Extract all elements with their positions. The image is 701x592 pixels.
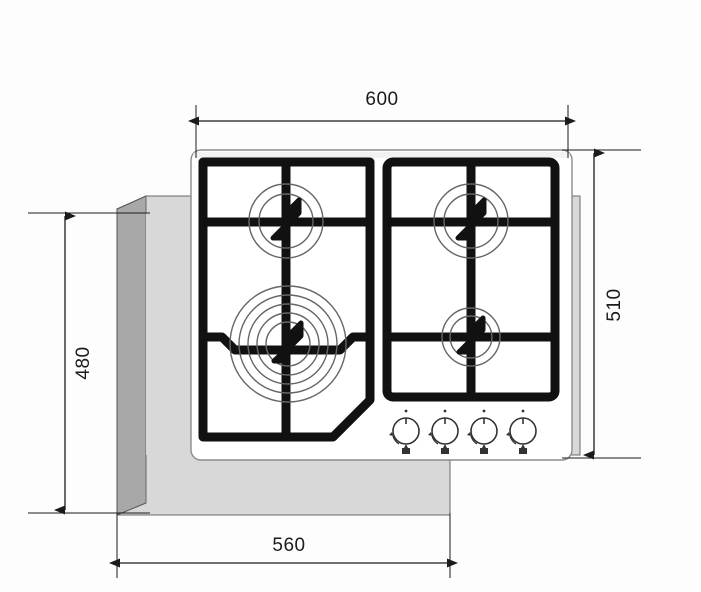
cabinet-left-face <box>116 195 147 516</box>
hob-panel <box>190 149 573 461</box>
control-knob-group[interactable] <box>389 409 537 454</box>
burner-cap-front-left <box>271 320 304 364</box>
burner-rear-left <box>248 183 324 259</box>
flame-icon <box>402 444 410 454</box>
dimension-600: 600 <box>188 89 576 158</box>
burner-cap-rear-left <box>270 197 302 241</box>
flame-icon <box>441 444 449 454</box>
dimension-label-480: 480 <box>73 346 94 379</box>
knob-3[interactable] <box>467 409 498 454</box>
dimension-label-600: 600 <box>365 89 398 110</box>
flame-icon <box>480 444 488 454</box>
burner-front-right <box>441 307 501 367</box>
dimension-510: 510 <box>562 148 641 460</box>
hob-body <box>190 149 573 461</box>
knob-4[interactable] <box>506 409 537 454</box>
dimension-label-560: 560 <box>272 535 305 556</box>
knob-2[interactable] <box>428 409 459 454</box>
flame-icon <box>519 444 527 454</box>
burner-front-left <box>229 285 347 403</box>
knob-1[interactable] <box>389 409 420 454</box>
burner-rear-right <box>433 183 509 259</box>
burner-cap-rear-right <box>455 197 487 241</box>
dimension-480: 480 <box>28 211 150 515</box>
dimension-label-510: 510 <box>604 288 625 321</box>
hob-panel-highlight <box>193 152 570 158</box>
dimension-560: 560 <box>109 513 458 578</box>
burner-cap-front-right <box>456 315 486 355</box>
